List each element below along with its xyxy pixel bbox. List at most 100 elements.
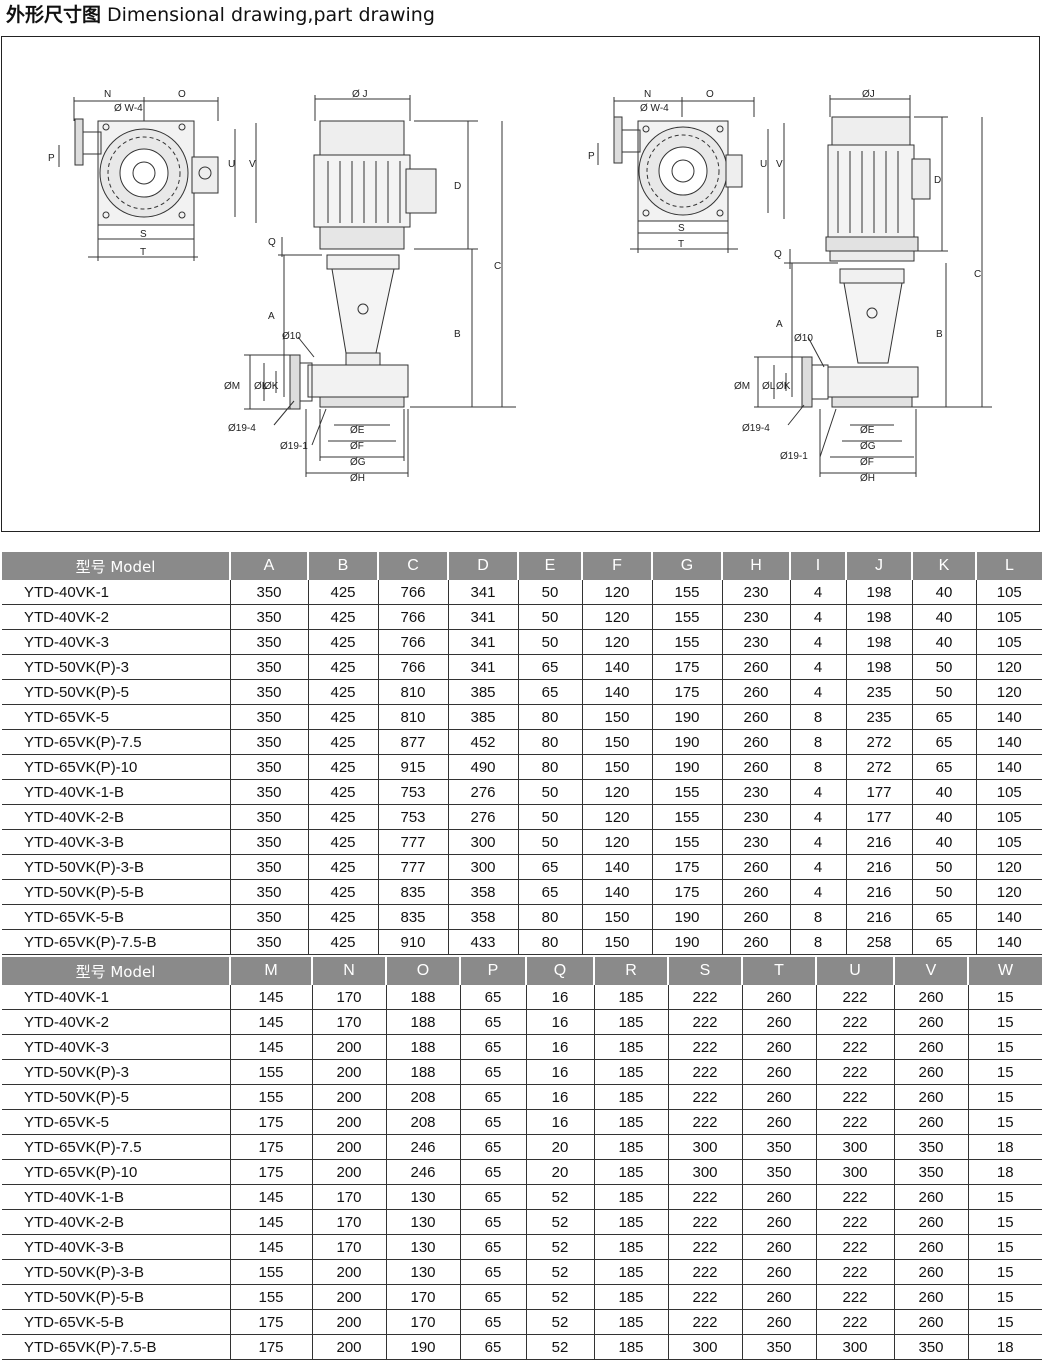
value-cell: 753	[378, 779, 449, 805]
label-O-right: O	[706, 89, 714, 100]
value-cell: 350	[894, 1159, 969, 1185]
label-G: ØG	[350, 457, 366, 468]
model-cell: YTD-40VK-3	[2, 629, 231, 655]
model-cell: YTD-40VK-3-B	[2, 829, 231, 855]
value-cell: 150	[582, 929, 653, 955]
model-cell: YTD-65VK(P)-10	[2, 1159, 231, 1185]
value-cell: 140	[976, 754, 1042, 780]
value-cell: 65	[460, 985, 527, 1010]
value-cell: 260	[894, 1309, 969, 1335]
value-cell: 175	[652, 854, 723, 880]
label-F: ØF	[350, 441, 364, 452]
value-cell: 40	[912, 604, 977, 630]
value-cell: 80	[518, 904, 583, 930]
model-cell: YTD-50VK(P)-3-B	[2, 854, 231, 880]
value-cell: 425	[308, 729, 379, 755]
value-cell: 810	[378, 679, 449, 705]
value-cell: 222	[668, 1009, 743, 1035]
model-cell: YTD-65VK-5	[2, 704, 231, 730]
value-cell: 170	[312, 1184, 387, 1210]
value-cell: 260	[742, 1084, 817, 1110]
value-cell: 4	[790, 654, 847, 680]
value-cell: 145	[230, 1009, 313, 1035]
value-cell: 185	[594, 1034, 669, 1060]
value-cell: 52	[526, 1284, 595, 1310]
value-cell: 65	[518, 679, 583, 705]
value-cell: 222	[816, 1009, 895, 1035]
value-cell: 260	[722, 729, 791, 755]
value-cell: 260	[742, 1234, 817, 1260]
label-Q: Q	[268, 237, 276, 248]
value-cell: 18	[968, 1134, 1042, 1160]
value-cell: 753	[378, 804, 449, 830]
value-cell: 777	[378, 829, 449, 855]
value-cell: 65	[460, 1109, 527, 1135]
value-cell: 50	[518, 629, 583, 655]
value-cell: 185	[594, 1209, 669, 1235]
value-cell: 175	[230, 1309, 313, 1335]
value-cell: 52	[526, 1259, 595, 1285]
value-cell: 15	[968, 1009, 1042, 1035]
value-cell: 198	[846, 654, 913, 680]
value-cell: 260	[722, 879, 791, 905]
column-header: G	[652, 552, 723, 580]
value-cell: 65	[912, 754, 977, 780]
value-cell: 175	[652, 654, 723, 680]
value-cell: 230	[722, 804, 791, 830]
label-V-right: V	[776, 159, 783, 170]
value-cell: 766	[378, 580, 449, 605]
value-cell: 145	[230, 1209, 313, 1235]
value-cell: 175	[230, 1109, 313, 1135]
value-cell: 185	[594, 1159, 669, 1185]
value-cell: 425	[308, 580, 379, 605]
value-cell: 145	[230, 1034, 313, 1060]
value-cell: 235	[846, 679, 913, 705]
value-cell: 216	[846, 904, 913, 930]
value-cell: 208	[386, 1109, 461, 1135]
value-cell: 350	[230, 804, 309, 830]
value-cell: 65	[460, 1234, 527, 1260]
value-cell: 200	[312, 1259, 387, 1285]
label-E-right: ØE	[860, 425, 875, 436]
value-cell: 260	[722, 929, 791, 955]
value-cell: 105	[976, 779, 1042, 805]
value-cell: 155	[652, 629, 723, 655]
value-cell: 140	[582, 679, 653, 705]
value-cell: 230	[722, 580, 791, 605]
value-cell: 350	[230, 879, 309, 905]
value-cell: 16	[526, 1009, 595, 1035]
value-cell: 385	[448, 704, 519, 730]
column-header: S	[668, 957, 743, 985]
value-cell: 810	[378, 704, 449, 730]
value-cell: 222	[668, 1059, 743, 1085]
value-cell: 246	[386, 1134, 461, 1160]
value-cell: 50	[518, 804, 583, 830]
column-header: V	[894, 957, 969, 985]
label-H-right: ØH	[860, 473, 875, 484]
value-cell: 350	[230, 704, 309, 730]
value-cell: 272	[846, 754, 913, 780]
right-top-view	[597, 97, 785, 253]
value-cell: 50	[912, 879, 977, 905]
right-top-view-labels: N O Ø W-4 P U V S T	[588, 89, 783, 250]
value-cell: 155	[230, 1284, 313, 1310]
value-cell: 200	[312, 1309, 387, 1335]
value-cell: 155	[652, 829, 723, 855]
value-cell: 65	[912, 904, 977, 930]
value-cell: 425	[308, 629, 379, 655]
value-cell: 170	[386, 1309, 461, 1335]
value-cell: 52	[526, 1184, 595, 1210]
label-A-right: A	[776, 319, 783, 330]
value-cell: 50	[518, 580, 583, 605]
value-cell: 50	[518, 779, 583, 805]
value-cell: 300	[816, 1159, 895, 1185]
label-P: P	[48, 153, 55, 164]
value-cell: 40	[912, 829, 977, 855]
value-cell: 120	[582, 829, 653, 855]
